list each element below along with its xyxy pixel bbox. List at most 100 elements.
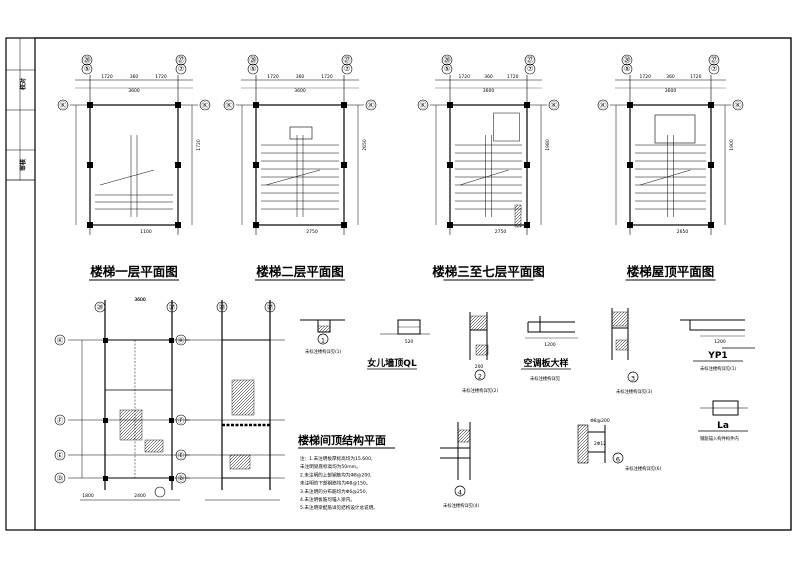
stair-plan-1 — [57, 54, 211, 235]
axis-label: ㉗ — [344, 56, 351, 64]
title-block-label: 校对 — [19, 78, 27, 90]
dim-total: 3600 — [483, 88, 495, 94]
axis-label: ⑤ — [84, 65, 90, 73]
axis-label: ⑤ — [444, 65, 450, 73]
axis-label: Ⓔ — [57, 452, 64, 460]
dimension-callout: 1200 — [544, 342, 556, 348]
title-block-label: 审核 — [19, 159, 27, 171]
detail-number: 4 — [458, 489, 462, 497]
stair-plans — [57, 54, 744, 235]
dim-mid: 360 — [484, 74, 493, 80]
drawing-border — [34, 37, 792, 531]
dim-total: 3600 — [294, 88, 306, 94]
axis-label: ⑤ — [624, 65, 630, 73]
dim-vertical: 1720 — [196, 139, 202, 151]
axis-label: ㉗ — [527, 56, 534, 64]
axis-label: Ⓚ — [735, 102, 742, 110]
dim-vertical: 1900 — [729, 139, 735, 151]
note-line: 未注明梁底标高均为50mm。 — [300, 463, 361, 470]
roof-structure-plans — [54, 300, 285, 501]
plan-title-1: 楼梯一层平面图 — [90, 264, 178, 279]
plan-title-3: 楼梯三至七层平面图 — [432, 264, 545, 279]
axis-label: Ⓚ — [600, 102, 607, 110]
axis-label: Ⓚ — [420, 102, 427, 110]
axis-label: ⑤ — [250, 65, 256, 73]
axis-label: ㉗ — [267, 303, 274, 311]
outer-border — [5, 37, 792, 531]
dim-left: 1720 — [101, 74, 113, 80]
detail-caption: 未标注楼构详见(3) — [616, 388, 652, 395]
axis-label: Ⓕ — [57, 417, 64, 425]
stair-plan-2 — [223, 54, 377, 235]
dim-mid: 360 — [666, 74, 675, 80]
axis-label: ㉗ — [711, 56, 718, 64]
detail-drawings — [300, 308, 755, 497]
stair-plan-4 — [597, 54, 744, 235]
axis-label: ⑦ — [178, 65, 184, 73]
axis-label: ⑳ — [97, 303, 104, 311]
roof-structure-title: 楼梯间顶结构平面 — [298, 433, 386, 447]
note-line: 5.未注明梁配筋详见结构设计总说明。 — [300, 504, 378, 511]
dimension-callout: 1200 — [714, 339, 726, 345]
axis-label: Ⓔ — [178, 452, 185, 460]
detail-caption: 未标注楼构详见(2) — [462, 387, 498, 394]
dim-left: 1720 — [267, 74, 279, 80]
axis-label: Ⓚ — [60, 102, 67, 110]
detail-name: 空调板大样 — [523, 357, 568, 369]
dim-bottom-left: 1800 — [82, 493, 94, 499]
note-line: 未注明的下部钢筋均为Φ8@150。 — [300, 480, 370, 487]
detail-name: 女儿墙顶QL — [367, 357, 417, 369]
dim-mid: 360 — [296, 74, 305, 80]
dim-right: 1720 — [155, 74, 167, 80]
plan-title-4: 楼梯屋顶平面图 — [627, 264, 715, 279]
axis-label: Ⓓ — [57, 475, 64, 483]
dim-total: 3600 — [665, 88, 677, 94]
axis-label: ⑦ — [527, 65, 533, 73]
dim-total: 3600 — [128, 88, 140, 94]
axis-label: Ⓚ — [368, 102, 375, 110]
plan-title-2: 楼梯二层平面图 — [256, 264, 344, 279]
dim-right: 1720 — [321, 74, 333, 80]
dim-mid: 360 — [130, 74, 139, 80]
detail-caption: 未标注楼构详见 — [530, 375, 561, 382]
axis-label: ㉗ — [178, 56, 185, 64]
note-line: 3.未注明的分布筋均为Φ6@250, — [300, 488, 368, 495]
axis-label: Ⓚ — [226, 102, 233, 110]
detail-name: YP1 — [707, 351, 727, 361]
axis-label: Ⓚ — [178, 337, 185, 345]
axis-label: ⑳ — [219, 303, 226, 311]
dim-bottom: 2650 — [677, 229, 689, 235]
dimension-callout: 3600 — [134, 297, 146, 303]
dim-bottom-right: 2400 — [134, 493, 146, 499]
note-line: 注：1.未注明板厚标高均为15.600, — [300, 455, 373, 462]
dim-right: 1720 — [507, 74, 519, 80]
stair-plan-3 — [417, 54, 560, 235]
axis-label: Ⓚ — [202, 102, 209, 110]
axis-label: ⑦ — [711, 65, 717, 73]
detail-number: 2 — [478, 373, 482, 381]
detail-caption: 未标注楼构详见(1) — [305, 348, 341, 355]
detail-number: 3 — [631, 375, 635, 383]
axis-label: Ⓓ — [178, 475, 185, 483]
axis-label: ㉗ — [169, 303, 176, 311]
detail-caption: 未标注楼构详见(6) — [625, 465, 661, 472]
note-line: 2.未注明的上部钢筋均为Φ8@200, — [300, 471, 372, 478]
dim-bottom: 2750 — [306, 229, 318, 235]
dimension-callout: 2Φ12 — [594, 441, 606, 447]
dim-left: 1720 — [459, 74, 471, 80]
detail-number: 1 — [321, 337, 325, 345]
axis-label: Ⓚ — [57, 337, 64, 345]
dimension-callout: 200 — [475, 364, 484, 370]
dim-right: 1720 — [690, 74, 702, 80]
dimension-callout: Φ8@200 — [590, 418, 610, 424]
detail-name: La — [717, 421, 729, 431]
dim-top: 3600 — [134, 297, 146, 303]
axis-label: ⑳ — [444, 56, 451, 64]
axis-label: ⑳ — [624, 56, 631, 64]
detail-caption: 钢筋锚入构件构件内 — [700, 435, 739, 442]
axis-label: ⑦ — [344, 65, 350, 73]
axis-label: Ⓚ — [551, 102, 558, 110]
axis-label: Ⓕ — [178, 417, 185, 425]
axis-label: ⑳ — [250, 56, 257, 64]
